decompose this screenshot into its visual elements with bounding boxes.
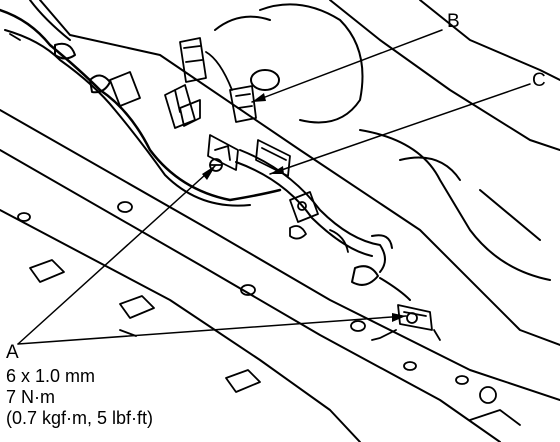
leader-lines [17, 29, 531, 345]
callout-b-label: B [447, 11, 460, 32]
wiring-harness [0, 0, 411, 301]
torque-spec: 6 x 1.0 mm 7 N·m (0.7 kgf·m, 5 lbf·ft) [6, 366, 153, 429]
connector-b [179, 37, 257, 123]
harness-brackets [109, 71, 349, 253]
panel-holes [9, 33, 469, 393]
bolts-a [209, 158, 521, 426]
callout-a-label: A [6, 342, 19, 363]
leader-arrowheads [202, 93, 406, 322]
harness-clip-c [255, 139, 291, 177]
bolt-size-text: 6 x 1.0 mm [6, 366, 96, 386]
callout-c-label: C [532, 70, 546, 91]
torque-alt-text: (0.7 kgf·m, 5 lbf·ft) [6, 408, 154, 428]
torque-nm-text: 7 N·m [6, 387, 55, 407]
